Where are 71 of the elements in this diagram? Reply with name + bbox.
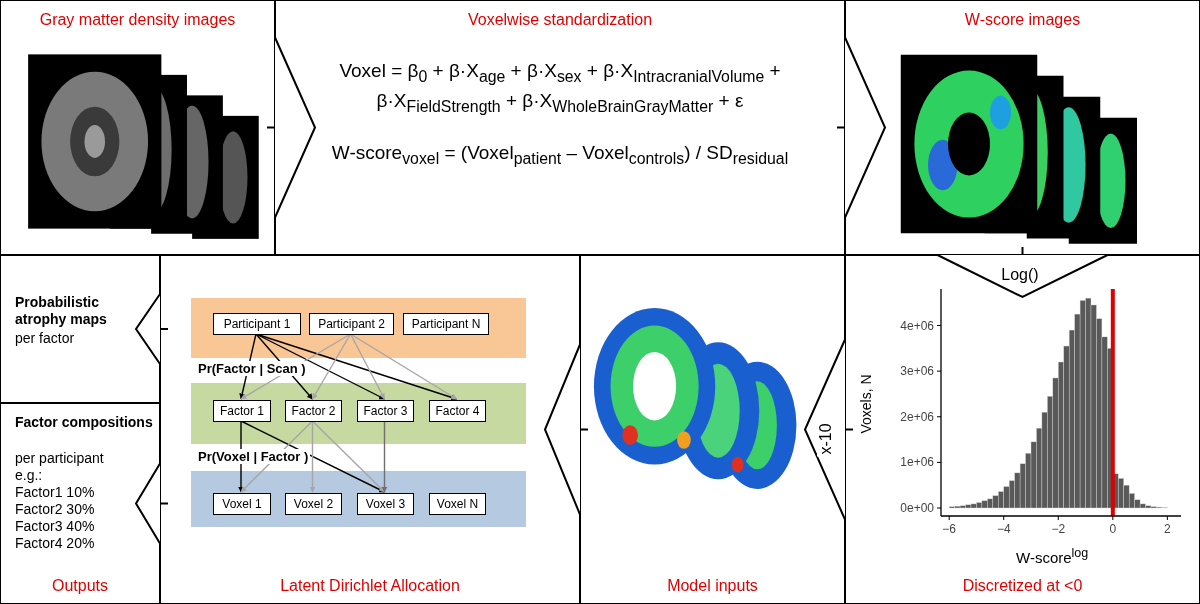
- process-box: Factor 4: [429, 400, 486, 422]
- panel-title: Model inputs: [666, 577, 759, 595]
- arrow: [238, 420, 244, 493]
- process-box: Participant 1: [213, 313, 301, 335]
- edge-label: Log(): [999, 266, 1041, 284]
- arrow: [349, 333, 386, 400]
- panel: [845, 255, 1200, 604]
- tick-label: 0e+00: [900, 501, 934, 515]
- panel: [0, 0, 275, 255]
- panel-title: Gray matter density images: [38, 11, 237, 29]
- body-text: per factor: [15, 330, 76, 347]
- body-text: Factor3 40%: [15, 518, 96, 535]
- process-box: Voxel 1: [213, 493, 271, 515]
- arrow: [349, 333, 458, 400]
- process-box: Voxel N: [429, 493, 486, 515]
- arrow: [309, 420, 316, 493]
- tick-label: −4: [996, 522, 1011, 536]
- panel: [0, 255, 160, 403]
- equation: Voxel = β$_{0}$ + β·X$_{age}$ + β·X$_{sex}$ + β·X$_{IntracranialVolume}$ + β·X$_{FieldStrength}$ + β·X$_{WholeBrainGrayMatter}$ + ε: [338, 59, 782, 117]
- probability-label: Pr(Voxel | Factor ): [196, 449, 311, 464]
- chevron-arrow: [135, 462, 169, 545]
- chevron-arrow: [836, 36, 886, 219]
- arrow: [311, 333, 352, 400]
- arrow: [255, 333, 458, 401]
- panel-title: Discretized at <0: [961, 577, 1084, 595]
- heading: Factor compositions: [15, 414, 153, 431]
- process-box: Participant 2: [309, 313, 394, 335]
- panel-title: Voxelwise standardization: [466, 11, 654, 29]
- panel: [0, 403, 160, 604]
- arrow: [239, 333, 257, 400]
- tick-label: −2: [1051, 522, 1066, 536]
- arrow: [381, 420, 388, 493]
- tick-label: 4e+06: [900, 318, 934, 333]
- body-text: Factor1 10%: [15, 484, 96, 501]
- chevron-arrow: [266, 36, 316, 219]
- panel-title: W-score images: [963, 11, 1082, 29]
- chevron-arrow: [804, 338, 854, 521]
- panel: [845, 0, 1200, 255]
- tick-label: 0: [1109, 522, 1117, 536]
- probability-label: Pr(Factor | Scan ): [196, 361, 308, 376]
- panel-title: Latent Dirichlet Allocation: [279, 577, 461, 595]
- process-box: Participant N: [403, 313, 489, 335]
- arrow: [255, 333, 314, 400]
- panel: [580, 255, 845, 604]
- arrow: [255, 333, 386, 400]
- process-box: Factor 2: [285, 400, 342, 422]
- arrow: [240, 333, 352, 400]
- axis-title: Voxels, N: [857, 374, 874, 434]
- tick-label: 2: [1164, 522, 1171, 536]
- body-text: per participant: [15, 450, 105, 467]
- chevron-arrow: [135, 293, 169, 365]
- axis-title: W-score$^{log}$: [1016, 546, 1089, 566]
- tick-label: 2e+06: [900, 409, 934, 424]
- equation: W-score$_{voxel}$ = (Voxel$_{patient}$ – Voxel$_{controls}$) / SD$_{residual}$: [330, 141, 790, 169]
- arrow: [240, 420, 314, 493]
- panel: [160, 255, 580, 604]
- tick-label: 3e+06: [900, 364, 934, 379]
- chevron-arrow: [936, 246, 1109, 298]
- process-box: Voxel 3: [357, 493, 414, 515]
- arrow: [311, 420, 386, 493]
- body-text: Factor4 20%: [15, 535, 96, 552]
- panel-title: Outputs: [51, 577, 109, 595]
- tick-label: 1e+06: [900, 455, 934, 470]
- process-box: Factor 3: [357, 400, 414, 422]
- process-box: Voxel 2: [285, 493, 342, 515]
- tick-label: −6: [942, 522, 957, 536]
- panel: [275, 0, 845, 255]
- process-box: Factor 1: [213, 400, 271, 422]
- chevron-arrow: [544, 343, 589, 516]
- body-text: e.g.:: [15, 467, 44, 484]
- body-text: Factor2 30%: [15, 501, 96, 518]
